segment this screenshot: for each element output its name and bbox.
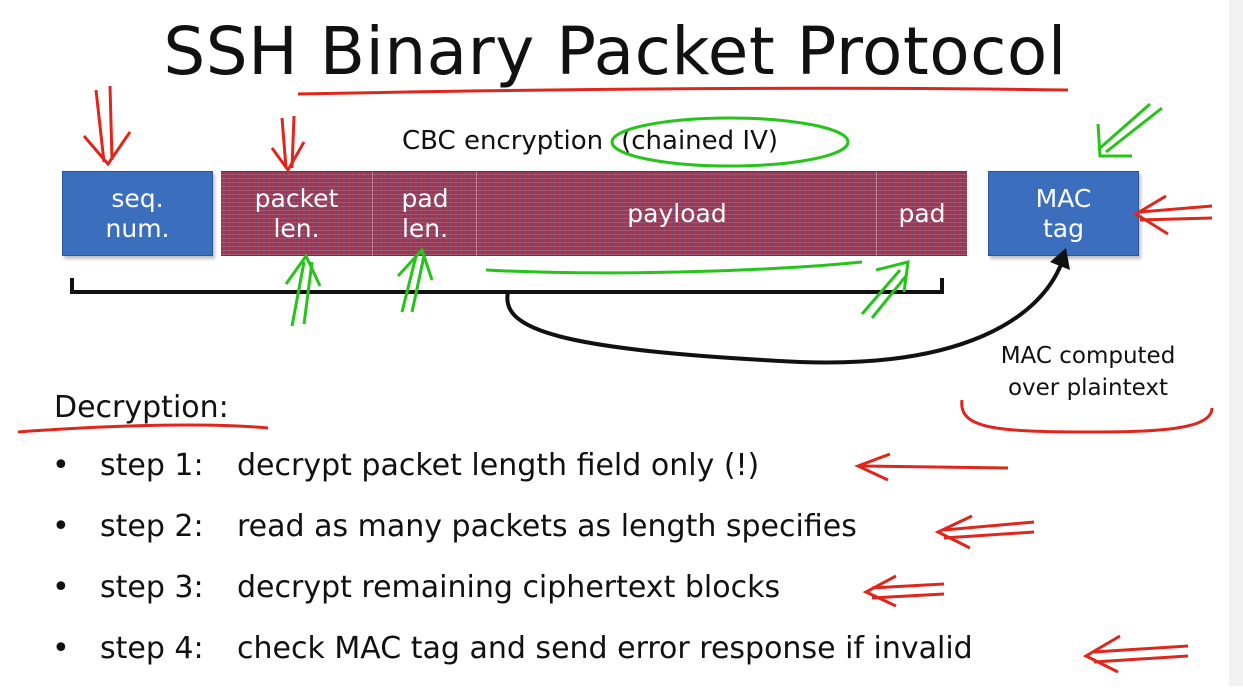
seq-num-block: seq. num. <box>62 171 213 256</box>
cbc-encryption-label: CBC encryption (chained IV) <box>402 124 778 158</box>
bullet: • <box>52 570 70 605</box>
pad-len-block: pad len. <box>372 171 477 256</box>
pad-len-label: pad len. <box>401 183 449 243</box>
chained-iv-label: (chained IV) <box>621 126 779 156</box>
packet-len-label: packet len. <box>254 183 339 243</box>
decryption-steps: • step 1: decrypt packet length field only… <box>52 446 973 690</box>
mac-computed-note: MAC computed over plaintext <box>1000 343 1176 401</box>
step-item: • step 1: decrypt packet length field only… <box>52 446 973 486</box>
pad-block: pad <box>876 171 967 256</box>
step-number: step 1: <box>100 448 204 483</box>
payload-block: payload <box>476 171 877 256</box>
seq-num-label: seq. num. <box>105 183 170 243</box>
green-down-arrow-icon <box>1096 102 1163 158</box>
red-down-arrow-icon <box>82 85 132 167</box>
step-number: step 2: <box>100 509 204 544</box>
green-up-arrow-icon <box>860 260 910 319</box>
red-left-arrow-icon <box>934 514 1035 550</box>
red-left-arrow-icon <box>1133 194 1213 236</box>
bullet: • <box>52 509 70 544</box>
red-left-arrow-icon <box>854 452 1009 482</box>
right-edge-strip <box>1229 0 1243 686</box>
bullet: • <box>52 448 70 483</box>
title-underline-ink <box>297 86 1069 96</box>
green-up-arrow-icon <box>284 253 322 327</box>
chained-iv-circle-ink <box>610 116 850 168</box>
step-item: • step 4: check MAC tag and send error res… <box>52 629 973 669</box>
step-item: • step 3: decrypt remaining ciphertext blo… <box>52 568 973 608</box>
green-up-arrow-icon <box>396 247 434 313</box>
payload-underline-ink <box>485 260 863 275</box>
cbc-label-text: CBC encryption <box>402 126 604 156</box>
decryption-underline-ink <box>17 423 269 434</box>
step-text: decrypt remaining ciphertext blocks <box>237 570 781 605</box>
packet-len-block: packet len. <box>221 171 372 256</box>
plaintext-bracket <box>70 278 944 294</box>
step-text: read as many packets as length specifies <box>237 509 857 544</box>
mac-flow-arrow <box>505 261 1064 365</box>
red-left-arrow-icon <box>862 574 945 608</box>
mac-tag-label: MAC tag <box>1035 183 1092 243</box>
red-down-arrow-icon <box>270 115 306 173</box>
pad-label: pad <box>898 198 946 228</box>
decryption-heading: Decryption: <box>54 390 229 425</box>
mac-note-underline-ink <box>960 399 1214 434</box>
bullet: • <box>52 631 70 666</box>
step-item: • step 2: read as many packets as length s… <box>52 507 973 547</box>
step-text: decrypt packet length field only (!) <box>237 448 760 483</box>
slide-title: SSH Binary Packet Protocol <box>163 13 1067 90</box>
red-left-arrow-icon <box>1082 634 1189 674</box>
mac-flow-arrowhead <box>1050 248 1070 270</box>
step-number: step 4: <box>100 631 204 666</box>
step-text: check MAC tag and send error response if… <box>237 631 973 666</box>
payload-label: payload <box>627 198 727 228</box>
step-number: step 3: <box>100 570 204 605</box>
